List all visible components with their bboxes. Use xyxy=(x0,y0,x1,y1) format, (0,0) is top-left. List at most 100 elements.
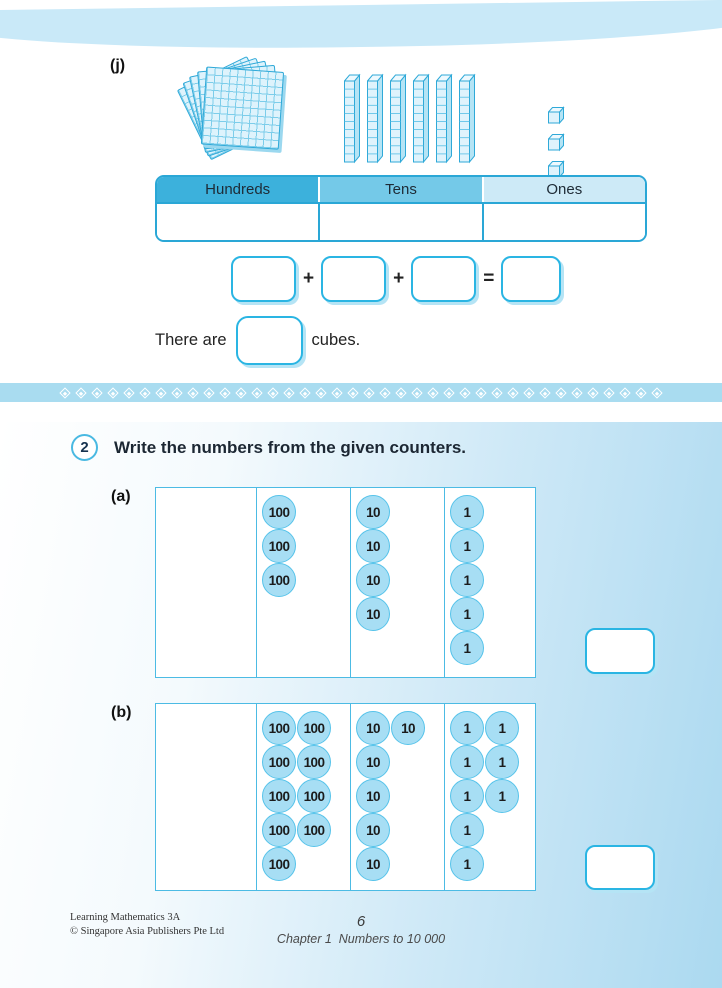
place-value-table: Hundreds Tens Ones xyxy=(155,175,647,242)
place-value-header-row: Hundreds Tens Ones xyxy=(157,177,645,204)
counter-row: 1 xyxy=(450,529,533,563)
counter-100: 100 xyxy=(262,847,296,881)
sentence-before-text: There are xyxy=(155,331,227,349)
counter-1: 1 xyxy=(485,711,519,745)
diamond-ornament-icon xyxy=(219,386,231,399)
top-decorative-band xyxy=(0,0,722,58)
counter-10: 10 xyxy=(356,745,390,779)
diamond-ornament-icon xyxy=(507,386,519,399)
counter-1: 1 xyxy=(450,563,484,597)
counter-100: 100 xyxy=(297,745,331,779)
ones-cube-block xyxy=(547,106,566,130)
diamond-divider xyxy=(0,383,722,402)
counter-10: 10 xyxy=(356,711,390,745)
tens-rod-block xyxy=(389,72,407,170)
ones-answer-cell[interactable] xyxy=(484,204,645,240)
footer-publisher: © Singapore Asia Publishers Pte Ltd xyxy=(70,925,225,937)
counter-1: 1 xyxy=(450,745,484,779)
diamond-ornament-icon xyxy=(539,386,551,399)
diamond-ornament-icon xyxy=(379,386,391,399)
diamond-ornament-icon xyxy=(635,386,647,399)
diamond-ornament-icon xyxy=(603,386,615,399)
hundreds-flats-stack xyxy=(176,52,295,162)
equation-box-total[interactable] xyxy=(501,256,562,302)
counter-100: 100 xyxy=(297,779,331,813)
diamond-ornament-icon xyxy=(203,386,215,399)
diamond-ornament-icon xyxy=(571,386,583,399)
top-band-arc xyxy=(0,0,722,54)
diamond-ornament-icon xyxy=(491,386,503,399)
tens-rod-block xyxy=(366,72,384,170)
ones-cubes-group xyxy=(547,106,566,184)
counter-10: 10 xyxy=(356,597,390,631)
counter-row: 10 xyxy=(356,745,444,779)
tens-answer-cell[interactable] xyxy=(320,204,484,240)
diamond-ornament-icon xyxy=(155,386,167,399)
counter-row: 100 xyxy=(262,563,350,597)
answer-box-b[interactable] xyxy=(585,845,655,890)
diamond-ornament-icon xyxy=(411,386,423,399)
tens-rod-block xyxy=(435,72,453,170)
counter-100: 100 xyxy=(297,813,331,847)
plus-sign: + xyxy=(393,268,405,289)
diamond-ornament-icon xyxy=(315,386,327,399)
ones-cube-block xyxy=(547,133,566,157)
counter-100: 100 xyxy=(262,529,296,563)
diamond-ornament-icon xyxy=(651,386,663,399)
counter-1: 1 xyxy=(450,529,484,563)
counter-row: 1 xyxy=(450,597,533,631)
diamond-ornament-icon xyxy=(555,386,567,399)
diamond-ornament-icon xyxy=(459,386,471,399)
equation-box-tens[interactable] xyxy=(321,256,387,302)
counter-10: 10 xyxy=(356,563,390,597)
counter-row: 1 xyxy=(450,495,533,529)
counter-row: 1 xyxy=(450,813,533,847)
counter-row: 1 xyxy=(450,631,533,665)
diamond-ornament-icon xyxy=(331,386,343,399)
counter-100: 100 xyxy=(262,711,296,745)
equation-box-ones[interactable] xyxy=(411,256,477,302)
counter-row: 10 xyxy=(356,597,444,631)
counter-1: 1 xyxy=(485,745,519,779)
hundreds-answer-cell[interactable] xyxy=(157,204,321,240)
counter-10: 10 xyxy=(356,529,390,563)
diamond-ornament-icon xyxy=(443,386,455,399)
counter-1: 1 xyxy=(450,495,484,529)
equals-sign: = xyxy=(483,268,495,289)
tens-rod-block xyxy=(458,72,476,170)
cubes-count-box[interactable] xyxy=(235,316,303,365)
diamond-ornament-icon xyxy=(475,386,487,399)
counter-1: 1 xyxy=(450,779,484,813)
counter-row: 100 xyxy=(262,529,350,563)
diamond-ornament-icon xyxy=(283,386,295,399)
equation-box-hundreds[interactable] xyxy=(231,256,296,302)
counter-100: 100 xyxy=(262,745,296,779)
diamond-ornament-icon xyxy=(363,386,375,399)
diamond-ornament-icon xyxy=(299,386,311,399)
counter-1: 1 xyxy=(485,779,519,813)
counter-10: 10 xyxy=(356,847,390,881)
counter-100: 100 xyxy=(262,779,296,813)
counter-row: 10 xyxy=(356,563,444,597)
diamond-ornament-icon xyxy=(107,386,119,399)
counter-1: 1 xyxy=(450,597,484,631)
answer-box-a[interactable] xyxy=(585,628,655,674)
counter-1: 1 xyxy=(450,813,484,847)
question-number-badge: 2 xyxy=(71,434,98,461)
header-hundreds: Hundreds xyxy=(157,177,321,202)
diamond-ornament-icon xyxy=(123,386,135,399)
counter-row: 100 xyxy=(262,847,350,881)
tens-rod-block xyxy=(343,72,361,170)
diamond-ornament-icon xyxy=(619,386,631,399)
diamond-ornament-icon xyxy=(427,386,439,399)
counter-row: 10 xyxy=(356,529,444,563)
counter-row: 100 xyxy=(262,495,350,529)
